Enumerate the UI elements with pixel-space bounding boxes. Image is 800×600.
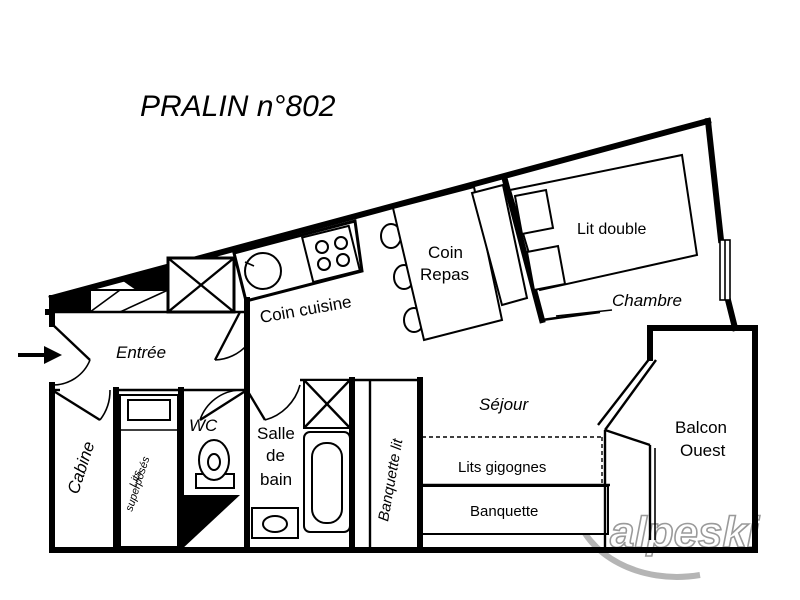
label-ouest: Ouest [680, 441, 726, 460]
label-chambre: Chambre [612, 291, 682, 310]
outer-walls [45, 117, 758, 553]
label-de: de [266, 446, 285, 465]
label-lit-double: Lit double [577, 221, 646, 238]
dining-table [380, 183, 529, 342]
living-room [421, 357, 657, 550]
plan-title: PRALIN n°802 [140, 90, 336, 123]
entry-cupboards [52, 256, 248, 314]
label-balcon: Balcon [675, 418, 727, 437]
label-banquette: Banquette [470, 503, 538, 520]
label-salle: Salle [257, 424, 295, 443]
label-coin: Coin [428, 243, 463, 262]
entry-door [51, 323, 91, 386]
label-wc: WC [189, 416, 218, 435]
bathroom [251, 379, 351, 539]
label-entree: Entrée [116, 343, 166, 362]
interior-walls [51, 297, 423, 553]
label-bain: bain [260, 470, 292, 489]
label-repas: Repas [420, 265, 469, 284]
bunk-beds [119, 394, 179, 548]
label-lits-gigognes: Lits gigognes [458, 459, 546, 476]
wc [181, 439, 240, 550]
label-coin-cuisine: Coin cuisine [258, 292, 353, 327]
label-lits: Lits [127, 468, 144, 488]
kitchen-counter [232, 219, 364, 303]
label-cabine: Cabine [64, 439, 99, 496]
label-banquette-lit: Banquette lit [375, 437, 406, 523]
logo-text: alpeski [610, 508, 760, 557]
entrance-arrow-icon [18, 346, 62, 364]
bedroom [501, 153, 699, 324]
alpeski-logo: alpeski [572, 507, 761, 580]
label-sejour: Séjour [479, 395, 529, 414]
